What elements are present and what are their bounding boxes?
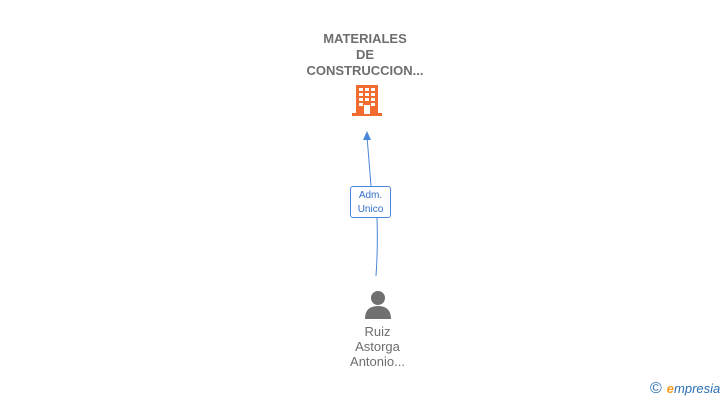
person-name-line-3: Antonio... — [350, 354, 405, 369]
building-icon[interactable] — [349, 82, 385, 118]
arrow-head-icon — [363, 131, 371, 140]
role-line-1: Adm. — [358, 190, 383, 201]
person-name[interactable]: Ruiz Astorga Antonio... — [320, 324, 435, 369]
role-line-2: Unico — [357, 204, 384, 215]
company-name-line-2: DE — [355, 47, 375, 62]
company-name-line-3: CONSTRUCCION... — [306, 63, 424, 78]
brand-initial: e — [666, 381, 675, 396]
company-name[interactable]: MATERIALES DE CONSTRUCCION... — [300, 31, 430, 79]
person-name-line-1: Ruiz — [364, 324, 391, 339]
connector-line-lower — [375, 217, 378, 277]
connector-line-upper — [366, 136, 372, 187]
person-name-line-2: Astorga — [355, 339, 400, 354]
company-name-line-1: MATERIALES — [323, 31, 407, 46]
copyright-icon: © — [650, 380, 662, 397]
brand-name: mpresia — [674, 381, 721, 396]
person-icon[interactable] — [363, 289, 393, 319]
brand-logo[interactable]: © empresia — [650, 379, 728, 399]
role-badge[interactable]: Adm. Unico — [350, 186, 391, 218]
